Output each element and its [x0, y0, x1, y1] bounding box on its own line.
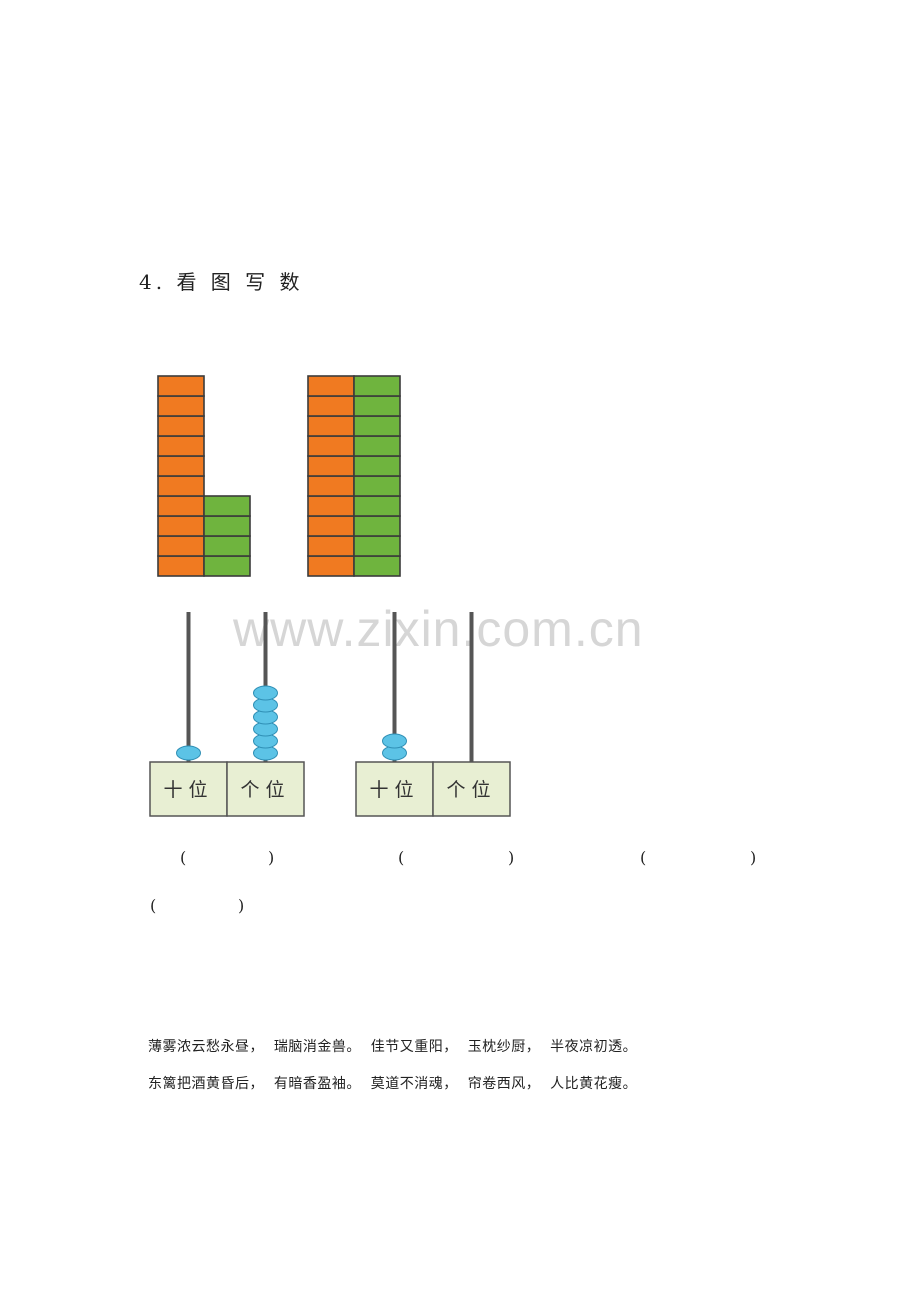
- right-orange-block: [307, 415, 355, 437]
- abacus-1-ones-bead: [253, 685, 278, 701]
- answer-blank-3-open: (: [640, 848, 647, 867]
- abacus-1-ones-box: [226, 761, 305, 817]
- abacus-1-ones-label: 个位: [240, 779, 290, 801]
- right-orange-block: [307, 455, 355, 477]
- right-orange-block: [307, 495, 355, 517]
- poem-line-2: 东篱把酒黄昏后， 有暗香盈袖。 莫道不消魂， 帘卷西风， 人比黄花瘦。: [148, 1076, 638, 1092]
- abacus-1-tens-bead: [176, 745, 201, 761]
- right-green-block: [353, 435, 401, 457]
- block-figures: [157, 375, 401, 577]
- right-orange-block: [307, 395, 355, 417]
- left-orange-block: [157, 415, 205, 437]
- watermark: www.zixin.com.cn: [233, 601, 644, 657]
- right-green-block: [353, 555, 401, 577]
- abacus-2-ones-label: 个位: [446, 779, 496, 801]
- abacus-1-tens-box: [149, 761, 228, 817]
- left-orange-block: [157, 535, 205, 557]
- right-orange-block: [307, 515, 355, 537]
- right-green-block: [353, 375, 401, 397]
- left-orange-block: [157, 555, 205, 577]
- answer-blank-4-open: (: [150, 896, 157, 915]
- abacus-2-tens-box: [355, 761, 434, 817]
- left-green-block: [203, 535, 251, 557]
- left-green-block: [203, 495, 251, 517]
- right-orange-block: [307, 375, 355, 397]
- abacus-figures: 十位 个位 十位 个位: [149, 612, 511, 817]
- right-green-block: [353, 455, 401, 477]
- answer-blank-2-close: ): [508, 848, 515, 867]
- left-orange-block: [157, 455, 205, 477]
- right-orange-block: [307, 555, 355, 577]
- left-orange-block: [157, 495, 205, 517]
- right-green-block: [353, 495, 401, 517]
- right-green-block: [353, 395, 401, 417]
- right-green-block: [353, 535, 401, 557]
- answer-blank-2-open: (: [398, 848, 405, 867]
- answer-blank-3-close: ): [750, 848, 757, 867]
- answer-blank-1-open: (: [180, 848, 187, 867]
- answer-blank-4-close: ): [238, 896, 245, 915]
- left-orange-block: [157, 475, 205, 497]
- right-green-block: [353, 515, 401, 537]
- abacus-2-tens-bead: [382, 733, 407, 749]
- right-orange-block: [307, 435, 355, 457]
- abacus-1-tens-label: 十位: [163, 779, 213, 801]
- right-green-block: [353, 475, 401, 497]
- abacus-2-tens-label: 十位: [369, 779, 419, 801]
- left-green-block: [203, 515, 251, 537]
- left-orange-block: [157, 435, 205, 457]
- left-green-block: [203, 555, 251, 577]
- poem-line-1: 薄雾浓云愁永昼， 瑞脑消金兽。 佳节又重阳， 玉枕纱厨， 半夜凉初透。: [148, 1039, 638, 1055]
- question-title: 4. 看 图 写 数: [139, 270, 304, 294]
- answer-blank-1-close: ): [268, 848, 275, 867]
- left-orange-block: [157, 375, 205, 397]
- right-orange-block: [307, 535, 355, 557]
- abacus-2-ones-box: [432, 761, 511, 817]
- right-green-block: [353, 415, 401, 437]
- left-orange-block: [157, 395, 205, 417]
- left-orange-block: [157, 515, 205, 537]
- right-orange-block: [307, 475, 355, 497]
